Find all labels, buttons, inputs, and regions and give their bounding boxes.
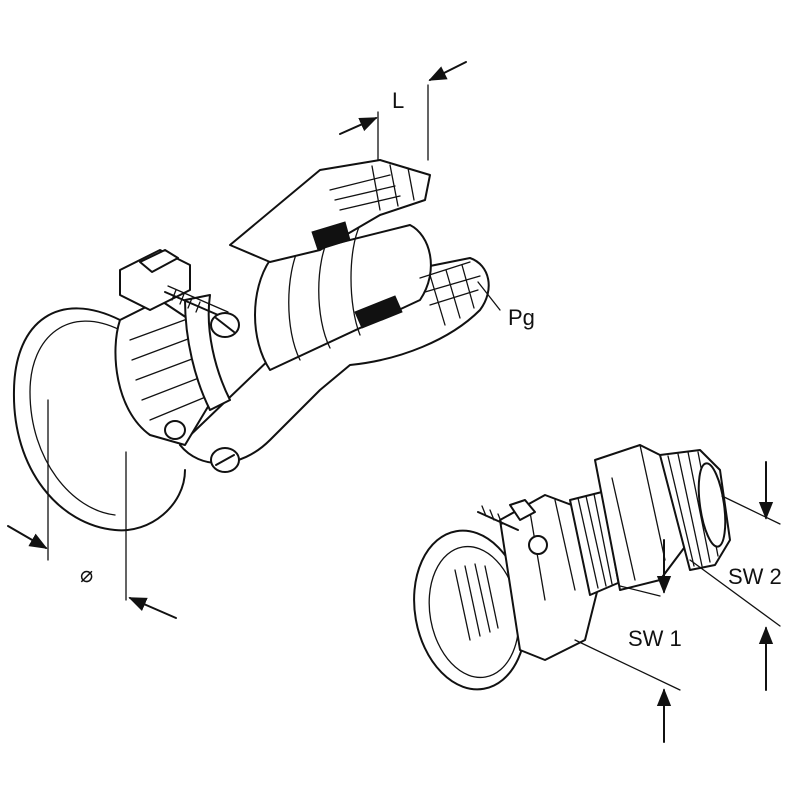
length-label: L [392, 88, 404, 113]
dimension-diameter: ⌀ [7, 399, 177, 619]
dimension-length: L [339, 61, 467, 161]
thread-callout: Pg [477, 281, 535, 330]
assembled-cable-gland [413, 444, 731, 691]
cutaway-cable-gland [12, 159, 490, 532]
wrench-2-label: SW 2 [728, 564, 782, 589]
dimension-wrench-2: SW 2 [689, 461, 782, 691]
thread-label: Pg [508, 305, 535, 330]
dimension-wrench-1: SW 1 [574, 539, 682, 743]
wrench-1-label: SW 1 [628, 626, 682, 651]
diameter-label: ⌀ [80, 562, 93, 587]
